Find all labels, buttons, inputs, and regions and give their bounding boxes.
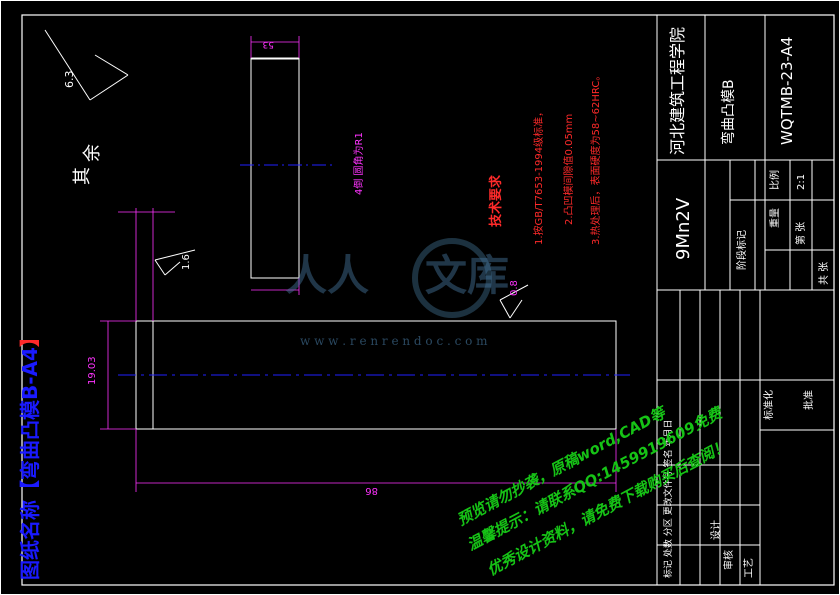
row-top-label-3: 分区 bbox=[664, 518, 674, 537]
chamfer-note: 4倒 圆角为R1 bbox=[354, 132, 365, 195]
dim-top-width: 53 bbox=[262, 39, 274, 49]
row-top-label-1: 标记 bbox=[664, 559, 674, 578]
dim-height: 19.03 bbox=[87, 356, 98, 385]
school-name: 河北建筑工程学院 bbox=[668, 26, 687, 155]
part-name: 弯曲凸模B bbox=[721, 79, 737, 145]
roughness-main-value: 6.3 bbox=[63, 70, 76, 89]
roughness-small-value-2: 0.8 bbox=[509, 280, 520, 296]
row-review: 审核 bbox=[724, 550, 735, 570]
tech-line-2: 2.凸凹模间隙值0.05mm bbox=[564, 113, 575, 225]
side-title-name: 弯曲凸模B-A4 bbox=[18, 347, 42, 480]
roughness-other-char-1: 其 bbox=[72, 167, 93, 185]
watermark-logo-text-right: 文库 bbox=[425, 251, 510, 300]
top-view-dimension bbox=[250, 36, 300, 295]
dim-length: 86 bbox=[365, 485, 378, 496]
side-title-suffix: 】 bbox=[18, 327, 42, 348]
sheet-number: 第 张 bbox=[796, 221, 807, 245]
watermark-logo-text-left: 人人 bbox=[285, 251, 370, 300]
tech-line-3: 3.热处理后，表面硬度为58~62HRC。 bbox=[591, 70, 602, 245]
scale-value: 2:1 bbox=[796, 173, 807, 190]
scale-label: 比例 bbox=[770, 170, 781, 190]
main-view-dimensions bbox=[100, 208, 617, 492]
roughness-symbol-main bbox=[44, 29, 129, 101]
roughness-small-value: 1.6 bbox=[181, 254, 192, 270]
roughness-symbol-right bbox=[499, 284, 529, 319]
row-process: 工艺 bbox=[744, 558, 755, 578]
side-title-prefix: 图纸名称【 bbox=[18, 480, 42, 580]
tech-title: 技术要求 bbox=[489, 174, 504, 227]
stage-label: 阶段标记 bbox=[737, 230, 748, 270]
side-title: 图纸名称【弯曲凸模B-A4】 bbox=[18, 327, 42, 580]
watermark-logo-circle bbox=[412, 238, 492, 318]
drawing-number: WQTMB-23-A4 bbox=[778, 36, 796, 145]
std-label: 标准化 bbox=[764, 390, 775, 420]
weight-label: 重量 bbox=[770, 208, 781, 228]
roughness-other-char-2: 余 bbox=[82, 144, 103, 162]
roughness-symbol-small bbox=[154, 249, 196, 276]
row-top-label-2: 处数 bbox=[664, 539, 674, 558]
material: 9Mn2V bbox=[673, 197, 694, 260]
title-block-lines bbox=[656, 14, 835, 586]
sheet-total: 共 张 bbox=[819, 261, 830, 285]
watermark-url: w w w . r e n r e n d o c . c o m bbox=[300, 334, 488, 348]
row-design: 设计 bbox=[711, 520, 722, 540]
approve-label: 批准 bbox=[804, 390, 815, 410]
tech-line-1: 1.按GB/T7653-1994级标准， bbox=[534, 106, 545, 245]
top-view-part bbox=[250, 57, 300, 279]
